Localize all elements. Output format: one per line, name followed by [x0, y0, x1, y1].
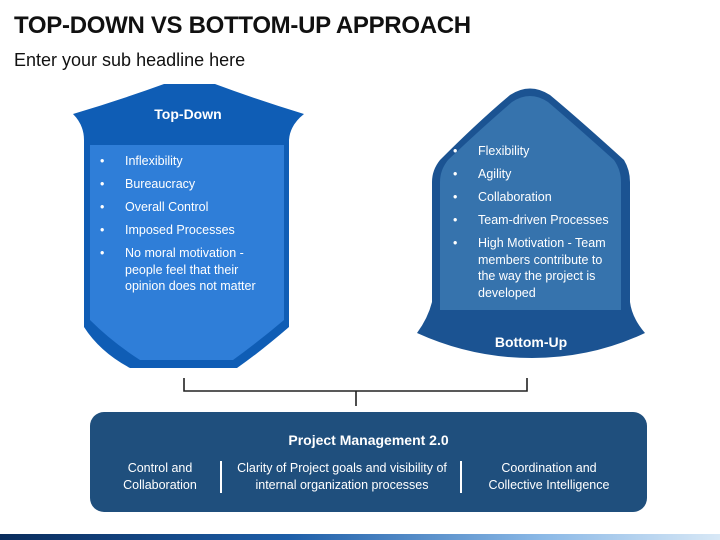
list-item: Collaboration	[451, 189, 623, 206]
page-title: TOP-DOWN VS BOTTOM-UP APPROACH	[14, 12, 471, 39]
pm-divider	[220, 461, 222, 493]
top-down-list: Inflexibility Bureaucracy Overall Contro…	[98, 153, 280, 301]
pm-column-coordination: Coordination and Collective Intelligence	[488, 461, 610, 492]
bottom-up-list: Flexibility Agility Collaboration Team-d…	[451, 143, 623, 308]
list-item: Bureaucracy	[98, 176, 280, 193]
page-subtitle: Enter your sub headline here	[14, 50, 246, 70]
footer-gradient-strip	[0, 534, 720, 540]
connector-bracket	[183, 378, 528, 406]
project-management-box: Project Management 2.0 Control and Colla…	[90, 412, 647, 512]
list-item: Imposed Processes	[98, 222, 280, 239]
list-item: Overall Control	[98, 199, 280, 216]
list-item: Team-driven Processes	[451, 212, 623, 229]
list-item: Inflexibility	[98, 153, 280, 170]
top-down-label: Top-Down	[154, 106, 222, 122]
pm-divider	[460, 461, 462, 493]
list-item: No moral motivation - people feel that t…	[98, 245, 280, 295]
pm-column-clarity: Clarity of Project goals and visibility …	[237, 461, 447, 492]
list-item: Agility	[451, 166, 623, 183]
pm-column-control: Control and Collaboration	[123, 461, 197, 492]
project-management-title: Project Management 2.0	[288, 432, 449, 448]
list-item: Flexibility	[451, 143, 623, 160]
bottom-up-label: Bottom-Up	[494, 334, 568, 350]
list-item: High Motivation - Team members contribut…	[451, 235, 623, 301]
